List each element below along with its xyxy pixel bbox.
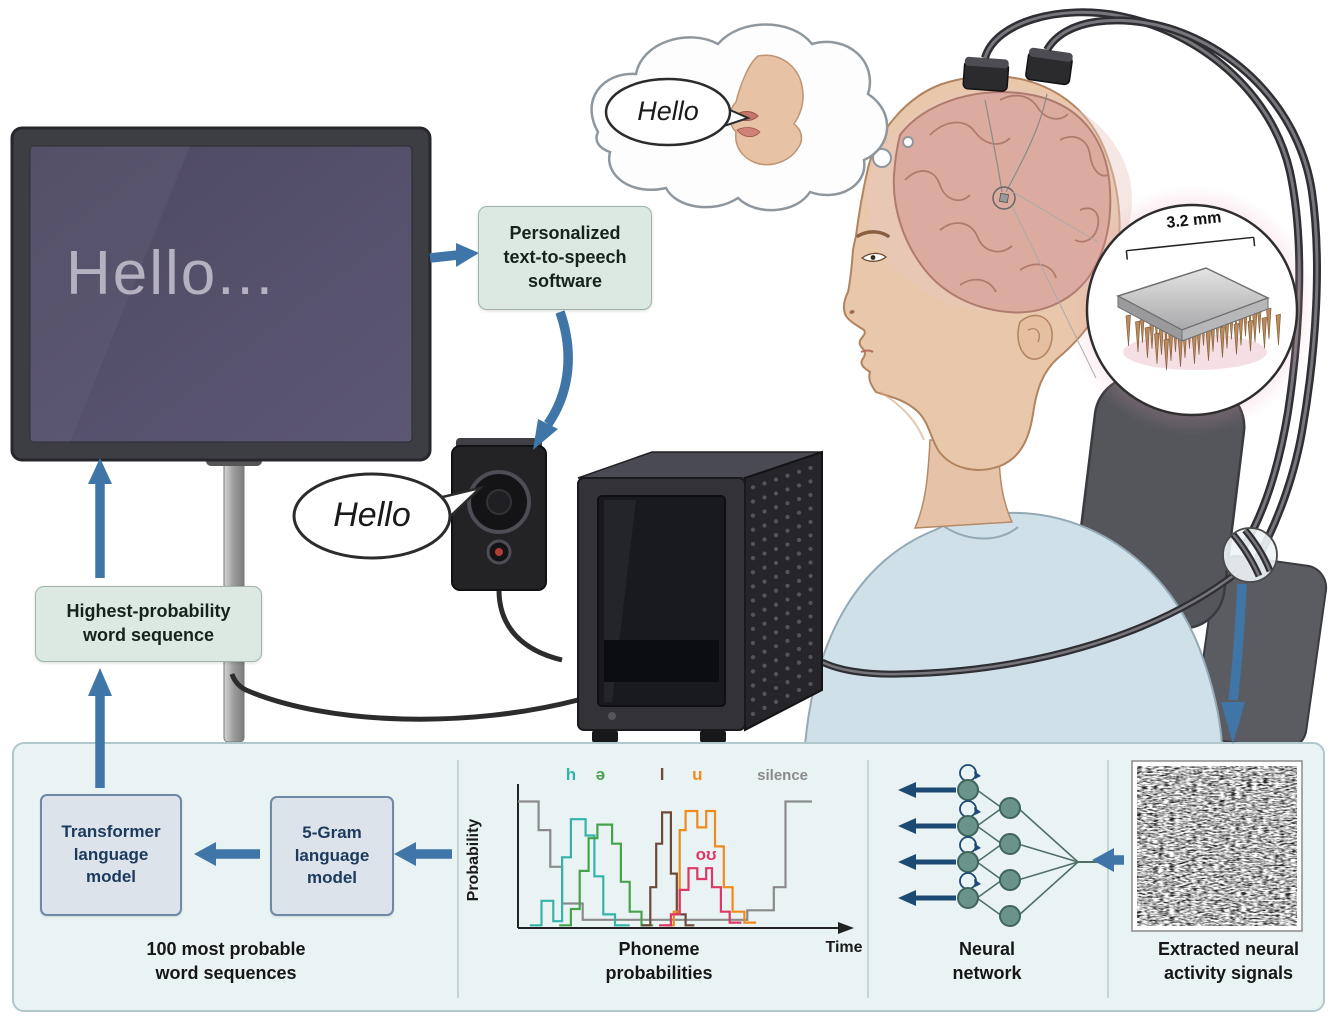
transformer-model-box: Transformer language model bbox=[40, 794, 182, 916]
arrow-extracted-to-nn bbox=[1092, 848, 1124, 872]
patient-head bbox=[842, 47, 1132, 471]
section-divider bbox=[457, 760, 459, 998]
decoding-pipeline-panel: Transformer language model 5-Gram langua… bbox=[12, 742, 1325, 1012]
svg-text:ə: ə bbox=[596, 765, 605, 784]
svg-text:Time: Time bbox=[825, 939, 862, 956]
svg-text:Probability: Probability bbox=[465, 819, 482, 902]
arrow-hp-to-monitor bbox=[88, 458, 112, 578]
extracted-signals-caption: Extracted neural activity signals bbox=[1157, 939, 1300, 983]
speaker bbox=[451, 438, 563, 663]
ear bbox=[1017, 314, 1053, 360]
arrow-cable-to-extracted bbox=[1221, 583, 1247, 744]
mouth-illustration bbox=[729, 54, 804, 166]
cable-zoom-circle bbox=[1222, 527, 1278, 583]
svg-text:h: h bbox=[566, 765, 576, 784]
implant-site bbox=[984, 93, 1099, 379]
arrow-ngram-to-transformer bbox=[194, 842, 260, 866]
neural-activity-card bbox=[1131, 760, 1303, 932]
svg-text:u: u bbox=[692, 765, 702, 784]
word-sequences-caption: 100 most probable word sequences bbox=[146, 939, 306, 983]
thought-trail-bubble bbox=[872, 148, 892, 168]
svg-text:oʊ: oʊ bbox=[696, 845, 717, 864]
svg-text:silence: silence bbox=[757, 767, 808, 784]
svg-text:l: l bbox=[660, 765, 665, 784]
thought-cloud bbox=[590, 23, 914, 212]
phoneme-caption: Phoneme probabilities bbox=[605, 939, 713, 983]
highest-probability-box: Highest-probability word sequence bbox=[35, 586, 262, 662]
arrow-monitor-to-tts bbox=[429, 243, 479, 267]
speaker-speech-bubble bbox=[292, 472, 485, 560]
tower-vents bbox=[750, 465, 813, 716]
neural-network-diagram bbox=[898, 764, 1102, 927]
ngram-model-box: 5-Gram language model bbox=[270, 796, 394, 916]
computer-tower bbox=[229, 450, 823, 743]
thought-speech-bubble bbox=[604, 77, 732, 147]
eyebrow bbox=[856, 230, 890, 238]
brain-gyri bbox=[904, 94, 1109, 293]
thought-trail-bubble bbox=[902, 136, 914, 148]
section-divider bbox=[867, 760, 869, 998]
monitor-screen bbox=[29, 145, 413, 443]
arrow-phoneme-to-ngram bbox=[394, 842, 452, 866]
arrow-tts-to-speaker bbox=[533, 310, 573, 450]
arrow-transformer-to-hp bbox=[88, 668, 112, 788]
power-button bbox=[608, 712, 616, 720]
tts-software-box: Personalized text-to-speech software bbox=[478, 206, 652, 310]
patient-torso bbox=[803, 511, 1224, 746]
head-connectors bbox=[962, 47, 1073, 92]
face-details bbox=[849, 230, 1053, 441]
section-divider bbox=[1107, 760, 1109, 998]
measure-bracket bbox=[1125, 236, 1256, 260]
electrode-array-zoom bbox=[1067, 185, 1317, 435]
monitor bbox=[10, 126, 432, 743]
head-cables bbox=[820, 8, 1321, 678]
neural-network-caption: Neural network bbox=[952, 939, 1022, 983]
